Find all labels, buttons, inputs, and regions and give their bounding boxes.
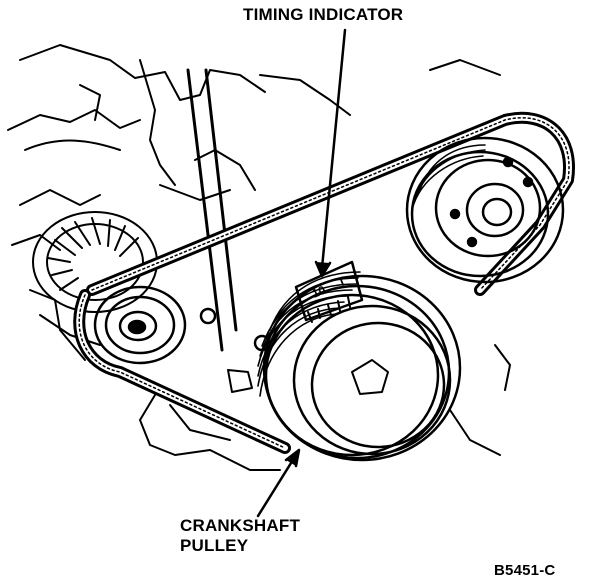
engine-block-outline [7, 44, 511, 471]
crankshaft-pulley-label-line1: CRANKSHAFT [180, 516, 301, 535]
idler-pulley [93, 285, 271, 365]
accessory-pulley [405, 136, 565, 284]
crankshaft-pulley-label-line2: PULLEY [180, 536, 249, 555]
crankshaft-leader [256, 448, 301, 518]
timing-scale-mark-10: 10 [310, 283, 328, 301]
serpentine-belt [73, 111, 575, 454]
dipstick-tube [186, 68, 253, 393]
figure-code: B5451-C [494, 562, 556, 579]
timing-indicator-leader [314, 28, 347, 278]
crankshaft-pulley-label: CRANKSHAFT PULLEY [180, 516, 300, 556]
crankshaft-pulley [257, 271, 462, 462]
timing-indicator-label: TIMING INDICATOR [243, 5, 404, 24]
